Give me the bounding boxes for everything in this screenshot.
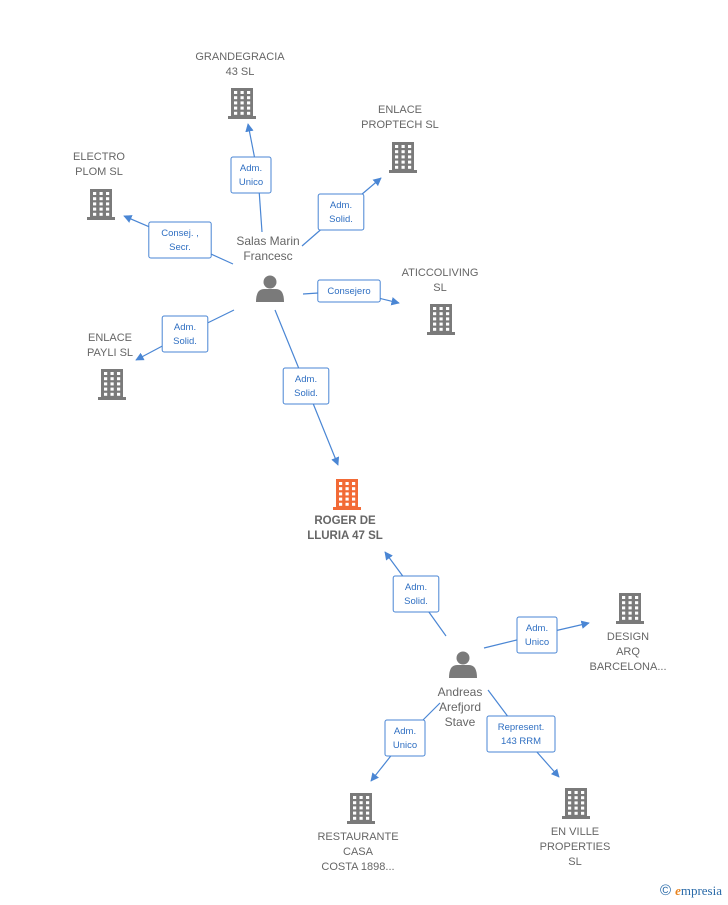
edge-salas-to-electro_plom: Consej. , Secr.: [123, 215, 234, 265]
company-building-icon-enlace_proptech[interactable]: [389, 142, 417, 173]
node-label-en_ville: SL: [568, 856, 581, 868]
edge-label-text: Adm.: [174, 322, 196, 333]
edge-label-box[interactable]: [161, 315, 209, 353]
node-label-en_ville: EN VILLE: [551, 826, 599, 838]
node-label-roger: LLURIA 47 SL: [307, 530, 383, 542]
node-label-enlace_proptech: PROPTECH SL: [361, 119, 439, 131]
company-building-icon-electro_plom[interactable]: [87, 189, 115, 220]
edge-label-text: Adm.: [394, 726, 416, 737]
node-label-aticcoliving: SL: [433, 282, 446, 294]
edge-label-text: Unico: [525, 637, 549, 648]
empresia-watermark[interactable]: © empresia: [660, 882, 722, 899]
edge-label-box[interactable]: [392, 575, 440, 613]
edge-salas-to-enlace_proptech: Adm. Solid.: [301, 177, 382, 247]
company-building-icon-enlace_payli[interactable]: [98, 369, 126, 400]
node-label-andreas: Andreas: [438, 685, 483, 699]
node-label-restaurante: RESTAURANTE: [317, 831, 398, 843]
edge-label-text: Unico: [393, 740, 417, 751]
node-label-enlace_proptech: ENLACE: [378, 104, 422, 116]
edge-label-box[interactable]: [317, 193, 365, 231]
node-label-salas: Salas Marin: [236, 234, 299, 248]
edge-label-text: 143 RRM: [501, 736, 541, 747]
node-label-electro_plom: PLOM SL: [75, 166, 123, 178]
node-label-enlace_payli: ENLACE: [88, 332, 132, 344]
edge-label-box[interactable]: [317, 279, 381, 303]
edge-label-box[interactable]: [282, 367, 330, 405]
edge-label-text: Adm.: [405, 582, 427, 593]
edge-label-text: Solid.: [329, 214, 353, 225]
node-label-salas: Francesc: [243, 249, 292, 263]
node-label-andreas: Stave: [445, 715, 476, 729]
company-building-icon-restaurante[interactable]: [347, 793, 375, 824]
edge-label-box[interactable]: [230, 156, 272, 194]
node-label-design_arq: BARCELONA...: [589, 661, 666, 673]
edge-salas-to-aticcoliving: Consejero: [302, 279, 400, 306]
edge-label-box[interactable]: [148, 221, 212, 259]
person-icon-salas[interactable]: [256, 275, 284, 303]
company-building-icon-grandegracia[interactable]: [228, 88, 256, 119]
edge-salas-to-grandegracia: Adm. Unico: [230, 123, 272, 233]
edge-label-text: Solid.: [173, 336, 197, 347]
node-label-restaurante: CASA: [343, 846, 374, 858]
node-label-andreas: Arefjord: [439, 700, 481, 714]
node-label-roger: ROGER DE: [314, 515, 376, 527]
edge-label-text: Secr.: [169, 242, 191, 253]
edge-andreas-to-restaurante: Adm. Unico: [370, 702, 441, 782]
edge-label-text: Represent.: [498, 722, 544, 733]
edge-label-text: Consej. ,: [161, 228, 199, 239]
edge-label-text: Adm.: [330, 200, 352, 211]
node-label-design_arq: ARQ: [616, 646, 640, 658]
edge-label-box[interactable]: [486, 715, 556, 753]
edge-label-text: Solid.: [294, 388, 318, 399]
edge-salas-to-roger: Adm. Solid.: [274, 309, 340, 466]
company-building-icon-design_arq[interactable]: [616, 593, 644, 624]
edge-label-text: Unico: [239, 177, 263, 188]
edge-andreas-to-en_ville: Represent. 143 RRM: [486, 689, 560, 778]
node-label-grandegracia: GRANDEGRACIA: [195, 51, 285, 63]
node-label-electro_plom: ELECTRO: [73, 151, 125, 163]
node-label-en_ville: PROPERTIES: [540, 841, 611, 853]
node-label-enlace_payli: PAYLI SL: [87, 347, 133, 359]
edge-andreas-to-roger: Adm. Solid.: [384, 551, 447, 637]
edge-andreas-to-design_arq: Adm. Unico: [483, 616, 590, 654]
edge-label-text: Adm.: [240, 163, 262, 174]
node-label-aticcoliving: ATICCOLIVING: [402, 267, 479, 279]
edge-label-text: Adm.: [295, 374, 317, 385]
company-building-icon-en_ville[interactable]: [562, 788, 590, 819]
edge-salas-to-enlace_payli: Adm. Solid.: [135, 309, 235, 361]
node-label-restaurante: COSTA 1898...: [321, 861, 394, 873]
edge-label-text: Solid.: [404, 596, 428, 607]
edge-label-box[interactable]: [384, 719, 426, 757]
edge-label-text: Adm.: [526, 623, 548, 634]
brand-logo: empresia: [675, 882, 722, 898]
person-icon-andreas[interactable]: [449, 651, 477, 679]
edge-label-box[interactable]: [516, 616, 558, 654]
node-label-grandegracia: 43 SL: [226, 66, 255, 78]
edge-label-text: Consejero: [327, 286, 370, 297]
node-label-design_arq: DESIGN: [607, 631, 649, 643]
copyright-icon: ©: [660, 882, 672, 899]
company-building-icon-roger[interactable]: [333, 479, 361, 510]
company-building-icon-aticcoliving[interactable]: [427, 304, 455, 335]
